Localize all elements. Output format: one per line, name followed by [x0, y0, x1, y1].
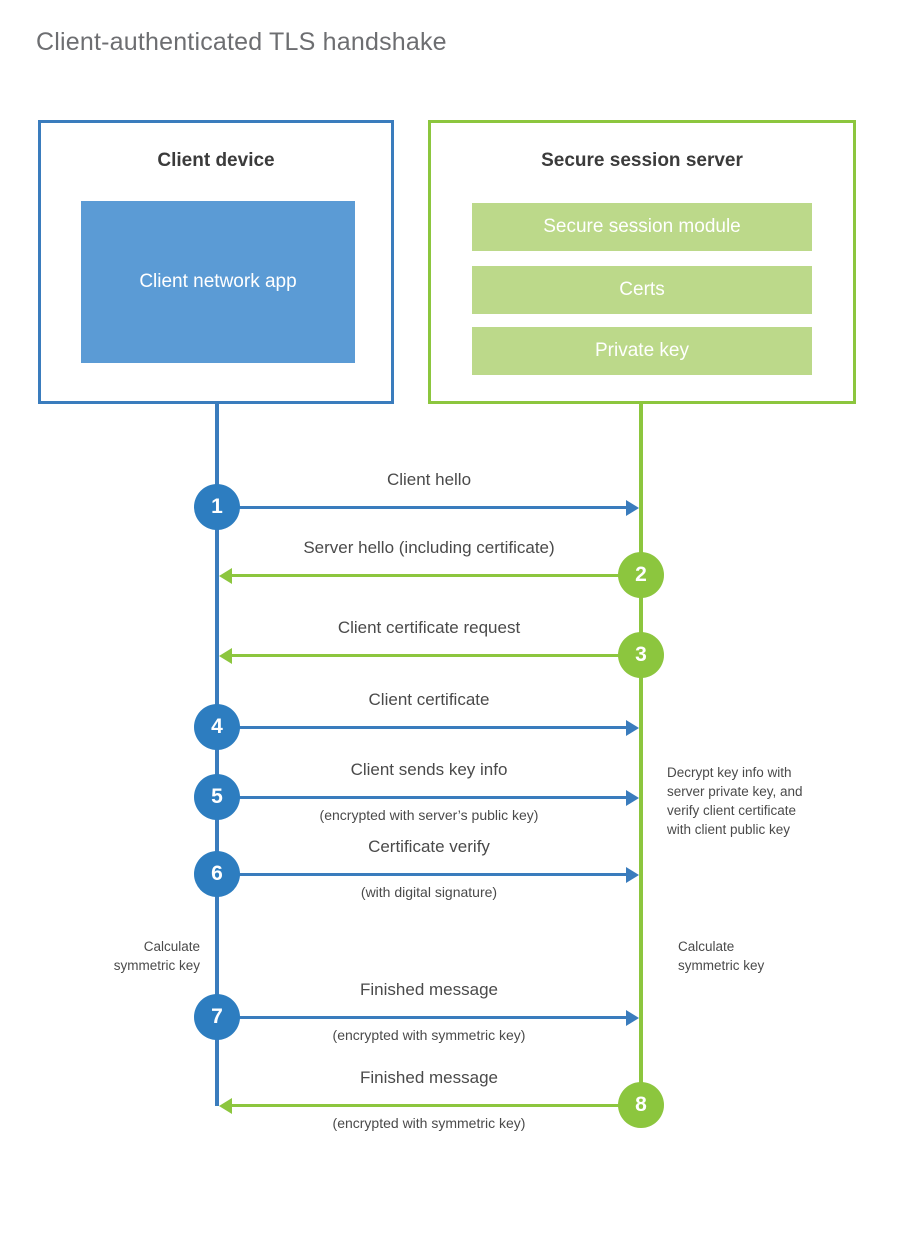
step-4-label: Client certificate [368, 690, 490, 709]
step-3-arrow-head-icon [219, 648, 232, 664]
server-module-private-key: Private key [472, 327, 812, 375]
step-number-badge-3: 3 [618, 632, 664, 678]
client-network-app-block: Client network app [81, 201, 355, 363]
client-device-title: Client device [157, 150, 275, 171]
step-7-sublabel: (encrypted with symmetric key) [332, 1027, 526, 1043]
step-2-arrow-head-icon [219, 568, 232, 584]
page-title: Client-authenticated TLS handshake [36, 28, 447, 56]
client-device-box: Client device Client network app [38, 120, 394, 404]
step-6-arrow-head-icon [626, 867, 639, 883]
note-decrypt-key-info: Decrypt key info with server private key… [667, 765, 803, 838]
note-calculate-symmetric-key-client: Calculate symmetric key [113, 939, 200, 974]
client-lifeline [215, 404, 219, 1106]
step-number-badge-7: 7 [194, 994, 240, 1040]
step-6-arrow-line [217, 873, 628, 876]
step-4-arrow-line [217, 726, 628, 729]
step-5-arrow-line [217, 796, 628, 799]
step-5-sublabel: (encrypted with server’s public key) [319, 807, 539, 823]
server-module-certs: Certs [472, 266, 812, 314]
step-1-label: Client hello [386, 470, 472, 489]
step-6-sublabel: (with digital signature) [360, 884, 498, 900]
step-number-badge-6: 6 [194, 851, 240, 897]
step-number-badge-5: 5 [194, 774, 240, 820]
step-4-arrow-head-icon [626, 720, 639, 736]
step-6-label: Certificate verify [368, 837, 490, 856]
step-8-sublabel: (encrypted with symmetric key) [332, 1115, 526, 1131]
step-1-arrow-head-icon [626, 500, 639, 516]
step-8-label: Finished message [360, 1068, 498, 1087]
step-7-arrow-line [217, 1016, 628, 1019]
step-number-badge-8: 8 [618, 1082, 664, 1128]
step-8-arrow-line [230, 1104, 641, 1107]
step-7-label: Finished message [360, 980, 498, 999]
step-3-label: Client certificate request [337, 618, 521, 637]
step-2-label: Server hello (including certificate) [303, 538, 555, 557]
step-number-badge-1: 1 [194, 484, 240, 530]
step-number-badge-2: 2 [618, 552, 664, 598]
step-5-arrow-head-icon [626, 790, 639, 806]
step-8-arrow-head-icon [219, 1098, 232, 1114]
step-number-badge-4: 4 [194, 704, 240, 750]
server-module-secure-session-module: Secure session module [472, 203, 812, 251]
note-calculate-symmetric-key-server: Calculate symmetric key [678, 939, 765, 974]
step-5-label: Client sends key info [350, 760, 508, 779]
secure-session-server-title: Secure session server [541, 150, 743, 171]
step-7-arrow-head-icon [626, 1010, 639, 1026]
secure-session-server-box: Secure session server Secure session mod… [428, 120, 856, 404]
step-3-arrow-line [230, 654, 641, 657]
step-2-arrow-line [230, 574, 641, 577]
step-1-arrow-line [217, 506, 628, 509]
server-lifeline [639, 404, 643, 1106]
